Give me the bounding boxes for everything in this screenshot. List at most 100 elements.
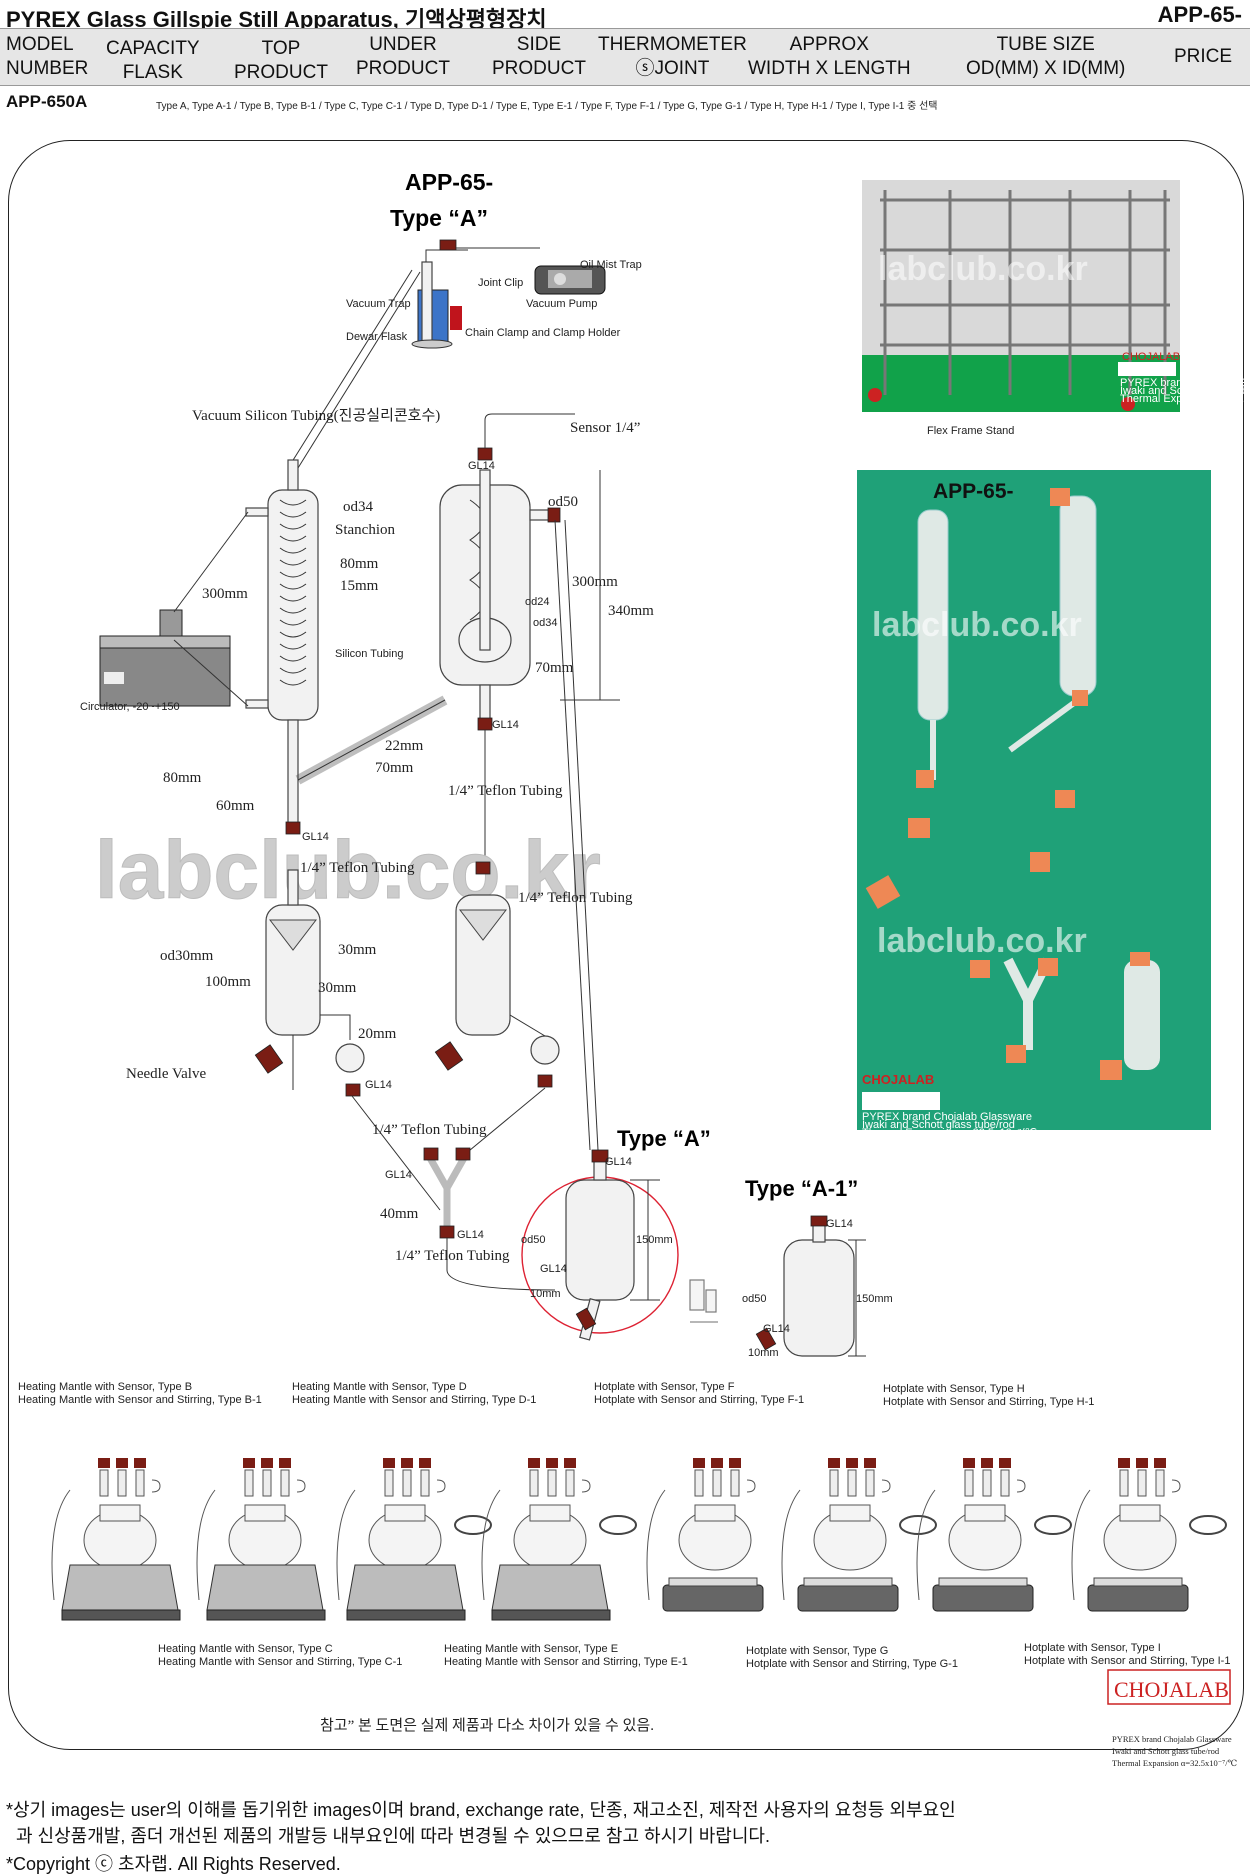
glassware-title: APP-65- bbox=[933, 480, 1014, 503]
label-silicon-tubing: Silicon Tubing bbox=[335, 648, 404, 660]
label-30mm-2: 30mm bbox=[318, 980, 357, 996]
label-300mm-right: 300mm bbox=[572, 574, 618, 590]
label-sensor: Sensor 1/4” bbox=[570, 420, 640, 436]
heat-e-l2: Heating Mantle with Sensor and Stirring,… bbox=[444, 1656, 688, 1668]
label-70mm-2: 70mm bbox=[375, 760, 414, 776]
label-teflon-5: 1/4” Teflon Tubing bbox=[395, 1248, 510, 1264]
heat-i-l1: Hotplate with Sensor, Type I bbox=[1024, 1642, 1161, 1654]
type-a-vessel bbox=[521, 1149, 679, 1341]
label-od30: od30mm bbox=[160, 948, 214, 964]
label-od24: od24 bbox=[525, 596, 549, 608]
apparatus-diagram: APP-65- Type “A” Oil Mist Trap Joint Cli… bbox=[18, 169, 1250, 1768]
label-150mm: 150mm bbox=[636, 1234, 673, 1246]
label-teflon-2: 1/4” Teflon Tubing bbox=[300, 860, 415, 876]
label-oil-mist-trap: Oil Mist Trap bbox=[580, 259, 642, 271]
frame-watermark: labclub.co.kr bbox=[878, 250, 1088, 288]
footer-line-1: *상기 images는 user의 이해를 돕기위한 images이며 bran… bbox=[6, 1800, 956, 1820]
model-number: APP-650A bbox=[6, 92, 88, 111]
type-options: Type A, Type A-1 / Type B, Type B-1 / Ty… bbox=[156, 101, 938, 112]
label-od34-2: od34 bbox=[533, 617, 557, 629]
label-teflon-1: 1/4” Teflon Tubing bbox=[448, 783, 563, 799]
label-gl14-3: GL14 bbox=[302, 831, 329, 843]
frame-note-3: Thermal Expansion α=32.5x10⁻⁷/℃ bbox=[1120, 393, 1250, 405]
heat-e-l1: Heating Mantle with Sensor, Type E bbox=[444, 1643, 618, 1655]
label-od50-3: od50 bbox=[742, 1293, 766, 1305]
label-od50: od50 bbox=[548, 494, 578, 510]
label-gl14-8: GL14 bbox=[540, 1263, 567, 1275]
hotplate-icon bbox=[646, 1458, 764, 1612]
label-10mm-2: 10mm bbox=[748, 1347, 779, 1359]
label-300mm-left: 300mm bbox=[202, 586, 248, 602]
label-gl14-1: GL14 bbox=[468, 460, 495, 472]
label-gl14-6: GL14 bbox=[457, 1229, 484, 1241]
glassware-watermark-1: labclub.co.kr bbox=[872, 606, 1082, 644]
y-connector bbox=[423, 1147, 471, 1239]
label-type-a: Type “A” bbox=[617, 1126, 711, 1151]
heat-h-l1: Hotplate with Sensor, Type H bbox=[883, 1383, 1025, 1395]
label-22mm: 22mm bbox=[385, 738, 424, 754]
label-circulator: Circulator, -20~+150 bbox=[80, 701, 180, 713]
heat-f-l2: Hotplate with Sensor and Stirring, Type … bbox=[594, 1394, 804, 1406]
label-gl14-5: GL14 bbox=[385, 1169, 412, 1181]
label-80mm-2: 80mm bbox=[163, 770, 202, 786]
frame-brand: CHOJALAB bbox=[1122, 351, 1180, 363]
condenser-column bbox=[245, 459, 319, 835]
glassware-note-3: Thermal Expansion α=32.5x10⁻⁷/℃ bbox=[862, 1127, 1037, 1139]
label-dewar-flask: Dewar Flask bbox=[346, 331, 408, 343]
receiver-right bbox=[434, 861, 560, 1088]
heating-mantle-icon bbox=[196, 1458, 326, 1621]
heat-b-l1: Heating Mantle with Sensor, Type B bbox=[18, 1381, 192, 1393]
label-vacuum-pump: Vacuum Pump bbox=[526, 298, 597, 310]
label-80mm: 80mm bbox=[340, 556, 379, 572]
label-60mm: 60mm bbox=[216, 798, 255, 814]
receiver-left bbox=[254, 869, 365, 1097]
heat-g-l1: Hotplate with Sensor, Type G bbox=[746, 1645, 888, 1657]
label-gl14-9: GL14 bbox=[826, 1218, 853, 1230]
diagram-title-1: APP-65- bbox=[405, 169, 493, 195]
heat-b-l2: Heating Mantle with Sensor and Stirring,… bbox=[18, 1394, 262, 1406]
diagram-title-2: Type “A” bbox=[390, 205, 488, 231]
label-joint-clip: Joint Clip bbox=[478, 277, 523, 289]
heat-i-l2: Hotplate with Sensor and Stirring, Type … bbox=[1024, 1655, 1230, 1667]
brand-note-3: Thermal Expansion α=32.5x10⁻⁷/℃ bbox=[1112, 1758, 1237, 1768]
heating-mantle-icon bbox=[481, 1458, 637, 1621]
page-title: PYREX Glass Gillspie Still Apparatus, 기액… bbox=[6, 7, 547, 32]
circulator-icon bbox=[99, 609, 231, 707]
brand-logo: CHOJALAB bbox=[1114, 1677, 1229, 1702]
still-vessel bbox=[439, 413, 575, 731]
diagram-panel bbox=[8, 140, 1244, 1750]
footer-line-2: 과 신상품개발, 좀더 개선된 제품의 개발등 내부요인에 따라 변경될 수 있… bbox=[16, 1826, 770, 1846]
vacuum-pump-icon bbox=[534, 265, 606, 295]
label-gl14-2: GL14 bbox=[492, 719, 519, 731]
hotplate-icon bbox=[916, 1458, 1072, 1612]
type-a1-vessel bbox=[755, 1215, 866, 1357]
frame-note-1: PYREX brand Chojalab Glassware bbox=[1120, 377, 1250, 389]
label-70mm-1: 70mm bbox=[535, 660, 574, 676]
glassware-note-1: PYREX brand Chojalab Glassware bbox=[862, 1111, 1032, 1123]
glassware-brand: CHOJALAB bbox=[862, 1072, 934, 1087]
label-15mm: 15mm bbox=[340, 578, 379, 594]
label-gl14-7: GL14 bbox=[605, 1156, 632, 1168]
frame-note-2: Iwaki and Schott glass tube/rod bbox=[1120, 385, 1250, 397]
heat-f-l1: Hotplate with Sensor, Type F bbox=[594, 1381, 735, 1393]
footer-copyright: *Copyright ⓒ 초자랩. All Rights Reserved. bbox=[6, 1854, 341, 1874]
label-chain-clamp: Chain Clamp and Clamp Holder bbox=[465, 327, 621, 339]
label-teflon-4: 1/4” Teflon Tubing bbox=[372, 1122, 487, 1138]
heating-mantle-icon bbox=[336, 1458, 492, 1621]
label-od50-2: od50 bbox=[521, 1234, 545, 1246]
label-30mm-1: 30mm bbox=[338, 942, 377, 958]
label-gl14-10: GL14 bbox=[763, 1323, 790, 1335]
glassware-note-2: Iwaki and Schott glass tube/rod bbox=[862, 1119, 1015, 1131]
label-od34: od34 bbox=[343, 499, 374, 515]
heat-d-l1: Heating Mantle with Sensor, Type D bbox=[292, 1381, 467, 1393]
label-10mm: 10mm bbox=[530, 1288, 561, 1300]
